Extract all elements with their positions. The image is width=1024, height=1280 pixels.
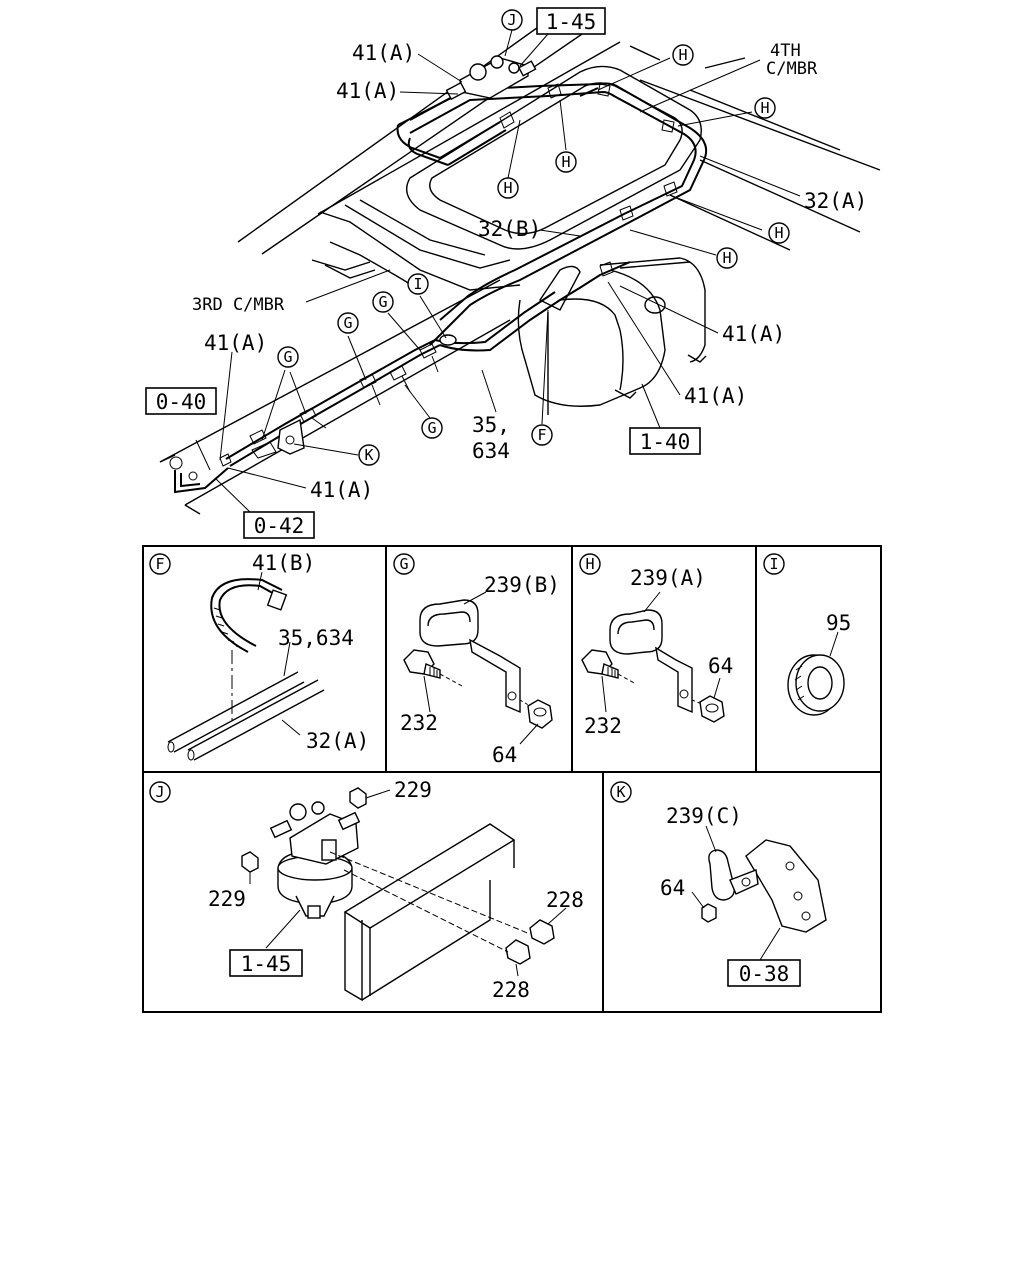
svg-text:H: H <box>585 555 594 573</box>
svg-text:I: I <box>769 555 778 573</box>
part-labels: 41(A) 41(A) 4TH C/MBR 32(A) 32(B) 3RD C/… <box>192 41 867 502</box>
svg-text:H: H <box>503 179 512 197</box>
ref-0-38[interactable]: 0-38 <box>727 959 801 987</box>
svg-text:G: G <box>427 419 436 437</box>
air-tank <box>517 257 707 407</box>
label-3rd-c-mbr: 3RD C/MBR <box>192 295 285 315</box>
label-32b: 32(B) <box>478 217 541 241</box>
ref-1-45[interactable]: 1-45 <box>536 7 606 35</box>
svg-text:H: H <box>760 99 769 117</box>
svg-text:1-45: 1-45 <box>241 952 292 976</box>
svg-text:1-45: 1-45 <box>546 10 597 34</box>
callout-circles: J H H H H H H I G G G G K F <box>277 9 790 466</box>
svg-text:G: G <box>283 348 292 366</box>
callout-h: H <box>754 97 776 119</box>
frame-rails <box>159 19 881 515</box>
detail-panel-g: G 239(B) 232 64 <box>393 553 560 767</box>
label-634: 634 <box>472 439 510 463</box>
callout-f: F <box>531 424 553 446</box>
svg-text:G: G <box>399 555 408 573</box>
svg-text:0-42: 0-42 <box>254 514 305 538</box>
svg-text:K: K <box>364 446 373 464</box>
label-239b: 239(B) <box>484 573 560 597</box>
callout-h: H <box>497 177 519 199</box>
callout-h: H <box>768 222 790 244</box>
ref-1-45[interactable]: 1-45 <box>229 949 303 977</box>
label-35: 35, <box>472 413 510 437</box>
callout-g: G <box>372 291 394 313</box>
detail-panels: F 41(B) 35,634 32(A) G <box>142 545 882 1013</box>
label-41a: 41(A) <box>684 384 747 408</box>
callout-h: H <box>716 247 738 269</box>
label-95: 95 <box>826 611 851 635</box>
detail-panel-i: I 95 <box>763 553 851 716</box>
label-41a: 41(A) <box>310 478 373 502</box>
label-64: 64 <box>708 654 733 678</box>
main-assembly-view: J H H H H H H I G G G G K F 41(A) 41(A) … <box>145 7 881 539</box>
label-32a: 32(A) <box>804 189 867 213</box>
ref-1-40[interactable]: 1-40 <box>629 427 701 455</box>
label-64: 64 <box>660 876 685 900</box>
callout-g: G <box>421 417 443 439</box>
svg-text:H: H <box>722 249 731 267</box>
svg-text:I: I <box>413 275 422 293</box>
label-239a: 239(A) <box>630 566 706 590</box>
label-35-634: 35,634 <box>278 626 354 650</box>
svg-text:F: F <box>155 555 164 573</box>
svg-text:1-40: 1-40 <box>640 430 691 454</box>
ref-0-40[interactable]: 0-40 <box>145 387 217 415</box>
label-64: 64 <box>492 743 517 767</box>
ref-0-42[interactable]: 0-42 <box>243 511 315 539</box>
label-232: 232 <box>400 711 438 735</box>
label-41a: 41(A) <box>722 322 785 346</box>
svg-text:K: K <box>616 783 625 801</box>
label-41a: 41(A) <box>204 331 267 355</box>
callout-k: K <box>358 444 380 466</box>
callout-i: I <box>407 273 429 295</box>
svg-text:H: H <box>561 153 570 171</box>
label-32a: 32(A) <box>306 729 369 753</box>
svg-text:G: G <box>378 293 387 311</box>
label-228: 228 <box>546 888 584 912</box>
callout-h: H <box>555 151 577 173</box>
label-41a: 41(A) <box>352 41 415 65</box>
label-41b: 41(B) <box>252 551 315 575</box>
detail-panel-h: H 239(A) 64 232 <box>579 553 733 738</box>
svg-text:0-40: 0-40 <box>156 390 207 414</box>
svg-text:H: H <box>678 46 687 64</box>
detail-panel-f: F 41(B) 35,634 32(A) <box>149 551 369 761</box>
detail-panel-k: K 239(C) 64 0-38 <box>610 781 827 987</box>
reference-boxes: 1-45 0-40 0-42 1-40 <box>145 7 701 539</box>
label-41a: 41(A) <box>336 79 399 103</box>
label-232: 232 <box>584 714 622 738</box>
label-4th: 4TH <box>770 41 801 61</box>
label-229: 229 <box>394 778 432 802</box>
svg-text:0-38: 0-38 <box>739 962 790 986</box>
callout-h: H <box>672 44 694 66</box>
relay-valve <box>445 55 537 101</box>
svg-text:J: J <box>507 11 516 29</box>
label-228: 228 <box>492 978 530 1002</box>
leader-lines <box>195 29 801 513</box>
label-229: 229 <box>208 887 246 911</box>
label-239c: 239(C) <box>666 804 742 828</box>
svg-text:J: J <box>155 783 164 801</box>
callout-g: G <box>277 346 299 368</box>
label-c-mbr: C/MBR <box>766 59 818 79</box>
svg-text:G: G <box>343 314 352 332</box>
callout-j: J <box>501 9 523 31</box>
detail-panel-j: J <box>149 778 584 1002</box>
callout-g: G <box>337 312 359 334</box>
svg-text:F: F <box>537 426 546 444</box>
svg-text:H: H <box>774 224 783 242</box>
